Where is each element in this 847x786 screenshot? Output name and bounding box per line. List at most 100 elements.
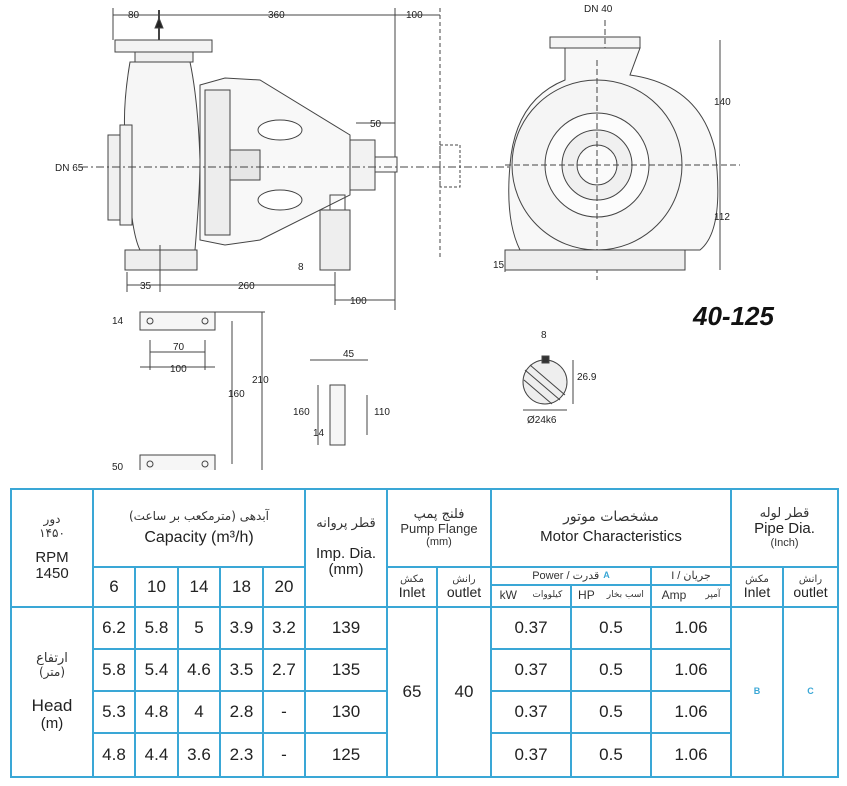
head-cell-value: 3.5 <box>229 659 254 679</box>
hp-cell-value: 0.5 <box>599 701 623 721</box>
kw-cell: 0.37 <box>492 650 572 692</box>
amp-cell: 1.06 <box>652 608 732 650</box>
pipe-dia-header: قطر لوله Pipe Dia. (Inch) <box>732 490 837 568</box>
head-fa: ارتفاع <box>36 650 68 666</box>
dim-140: 140 <box>714 97 731 108</box>
capacity-col-1: 6 <box>94 568 136 608</box>
kw-cell-value: 0.37 <box>514 744 548 764</box>
dim-foot-14: 14 <box>112 316 124 327</box>
kw-cell: 0.37 <box>492 734 572 776</box>
pipe-dia-en: Pipe Dia. <box>754 519 815 537</box>
head-unit: (m) <box>40 714 64 732</box>
dim-112: 112 <box>714 212 730 223</box>
imp-dia-fa: قطر پروانه <box>316 516 376 532</box>
capacity-value: 20 <box>274 576 294 596</box>
dim-foot-160: 160 <box>228 389 245 400</box>
kw-cell-value: 0.37 <box>514 701 548 721</box>
head-cell-value: 5.8 <box>102 659 126 679</box>
head-cell-value: 5 <box>194 617 204 637</box>
hp-label: HP <box>578 588 595 603</box>
speed-fa-label: دور <box>43 512 61 527</box>
dim-100-bottom: 100 <box>350 296 367 307</box>
hp-cell: 0.5 <box>572 650 652 692</box>
dim-side-160: 160 <box>293 407 310 418</box>
imp-dia-cell: 135 <box>306 650 388 692</box>
capacity-value: 10 <box>147 576 166 596</box>
dim-side-14: 14 <box>313 428 325 439</box>
imp-dia-cell-value: 130 <box>331 701 361 721</box>
pipe-dia-fa: قطر لوله <box>759 505 810 521</box>
imp-dia-en: Imp. Dia. <box>315 544 376 562</box>
head-cell: 4.6 <box>179 650 221 692</box>
motor-power-label: Power / قدرت <box>532 569 600 582</box>
head-cell: 5 <box>179 608 221 650</box>
flange-outlet-header: رانش outlet <box>438 568 492 608</box>
head-cell: 4 <box>179 692 221 734</box>
head-cell-value: 2.3 <box>229 744 254 764</box>
pump-flange-fa: فلنج پمپ <box>413 506 465 522</box>
head-fa-unit: (متر) <box>38 664 66 679</box>
head-cell-value: 4.4 <box>144 744 169 764</box>
flange-outlet-number: 40 <box>454 681 474 701</box>
head-label: ارتفاع (متر) Head (m) <box>12 608 94 776</box>
pump-flange-en: Pump Flange <box>400 520 478 536</box>
model-number: 40-125 <box>693 301 774 331</box>
head-cell: 5.8 <box>94 650 136 692</box>
hp-cell: 0.5 <box>572 734 652 776</box>
motor-power-header: Power / قدرت A <box>492 568 652 586</box>
pipe-outlet-mark: C <box>807 686 814 697</box>
motor-current-label: I / جریان <box>671 569 711 582</box>
head-cell-value: - <box>281 744 287 764</box>
head-cell: 4.8 <box>136 692 179 734</box>
head-cell-value: 3.2 <box>272 617 296 637</box>
head-cell-value: 6.2 <box>102 617 126 637</box>
hp-cell-value: 0.5 <box>599 617 623 637</box>
speed-fa-value: ۱۴۵۰ <box>39 525 65 540</box>
kw-label: kW <box>499 588 517 603</box>
pump-technical-drawing: 80 360 100 DN 65 50 8 35 260 100 DN 40 1… <box>55 4 740 470</box>
dim-key-8: 8 <box>541 330 547 341</box>
head-cell: 3.6 <box>179 734 221 776</box>
flange-outlet-value: 40 <box>438 608 492 776</box>
flange-inlet-fa: مکش <box>400 573 424 585</box>
dim-50-shaft: 50 <box>370 119 382 130</box>
capacity-value: 14 <box>189 576 209 596</box>
pipe-inlet-en: Inlet <box>743 583 771 600</box>
pipe-inlet-value: B <box>732 608 784 776</box>
amp-cell-value: 1.06 <box>674 617 708 637</box>
imp-dia-cell: 125 <box>306 734 388 776</box>
head-cell: 6.2 <box>94 608 136 650</box>
flange-inlet-header: مکش Inlet <box>388 568 438 608</box>
imp-dia-cell-value: 135 <box>331 659 361 679</box>
hp-cell: 0.5 <box>572 692 652 734</box>
pump-flange-header: فلنج پمپ Pump Flange (mm) <box>388 490 492 568</box>
speed-header: دور ۱۴۵۰ RPM 1450 <box>12 490 94 608</box>
imp-dia-header: قطر پروانه Imp. Dia. (mm) <box>306 490 388 608</box>
head-cell-value: 5.4 <box>144 659 169 679</box>
capacity-col-5: 20 <box>264 568 306 608</box>
head-cell: 5.3 <box>94 692 136 734</box>
head-cell-value: 3.9 <box>229 617 254 637</box>
kw-cell: 0.37 <box>492 692 572 734</box>
head-cell: 2.8 <box>221 692 264 734</box>
head-cell: - <box>264 692 306 734</box>
head-cell-value: 5.8 <box>144 617 169 637</box>
pipe-outlet-value: C <box>784 608 837 776</box>
pipe-inlet-header: مکش Inlet <box>732 568 784 608</box>
kw-cell-value: 0.37 <box>514 617 548 637</box>
flange-outlet-en: outlet <box>446 583 482 600</box>
imp-dia-unit: (mm) <box>328 561 364 579</box>
head-cell: 3.5 <box>221 650 264 692</box>
capacity-fa: آبدهی (مترمکعب بر ساعت) <box>128 508 270 523</box>
head-cell-value: 4 <box>194 701 204 721</box>
pipe-outlet-header: رانش outlet <box>784 568 837 608</box>
head-cell-value: 4.8 <box>102 744 126 764</box>
dim-35: 35 <box>140 281 152 292</box>
head-cell: 4.4 <box>136 734 179 776</box>
motor-hp-header: HP اسب بخار <box>572 586 652 608</box>
capacity-header: آبدهی (مترمکعب بر ساعت) Capacity (m³/h) <box>94 490 306 568</box>
dim-80: 80 <box>128 10 140 21</box>
amp-cell-value: 1.06 <box>674 659 708 679</box>
imp-dia-cell: 130 <box>306 692 388 734</box>
head-cell: - <box>264 734 306 776</box>
